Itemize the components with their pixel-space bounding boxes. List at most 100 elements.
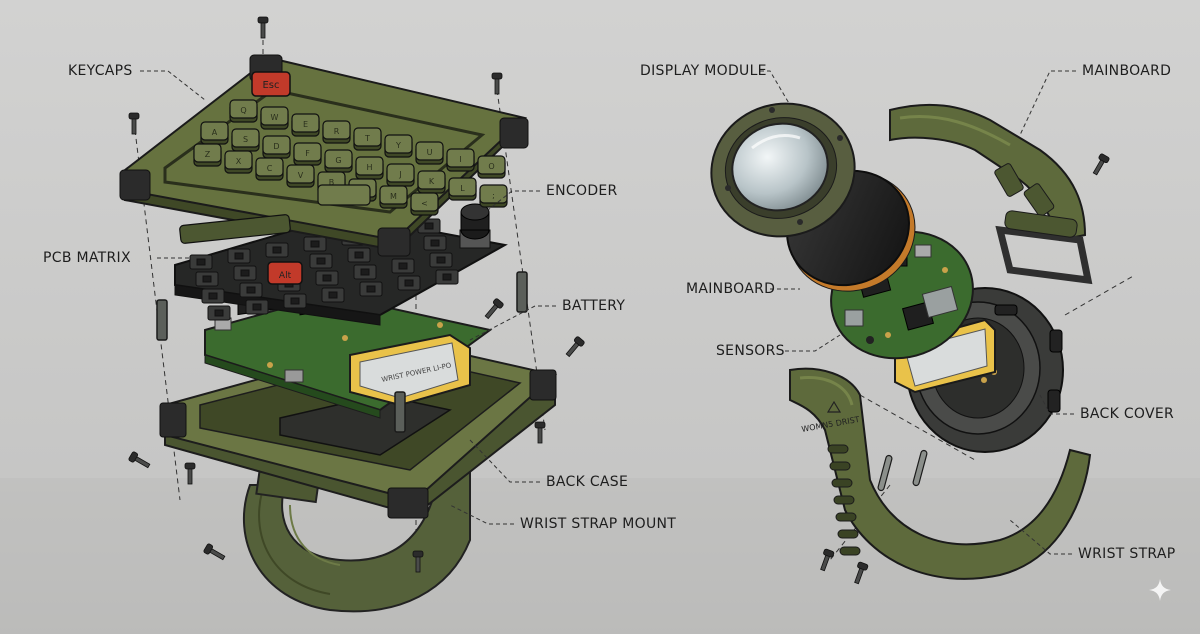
screws-left	[128, 16, 585, 573]
keyboard-assembly: WRIST POWER LI-PO Alt	[119, 16, 585, 613]
screw	[565, 336, 585, 358]
label-encoder: ENCODER	[546, 183, 618, 199]
switch	[429, 252, 453, 268]
switch	[245, 299, 269, 315]
keycap: K	[417, 170, 446, 194]
keycap: Z	[193, 143, 222, 167]
spring-bars	[877, 449, 928, 492]
strap-holes	[827, 444, 861, 556]
label-wrist-strap-mount: WRIST STRAP MOUNT	[520, 516, 677, 532]
switch	[391, 258, 415, 274]
switch	[195, 271, 219, 287]
pcb-matrix: Alt	[174, 203, 508, 326]
screw	[854, 561, 869, 585]
switch	[435, 269, 459, 285]
keycap: Y	[384, 134, 413, 158]
screw	[484, 298, 504, 320]
keycap-label: B	[329, 178, 335, 187]
switch	[201, 288, 225, 304]
keycap-label: U	[427, 148, 433, 157]
keycap-label: C	[267, 164, 273, 173]
keycap: G	[324, 149, 353, 173]
screw	[184, 462, 196, 485]
switch	[309, 253, 333, 269]
rotary-encoder	[459, 203, 491, 249]
switch	[303, 236, 327, 252]
keycap: F	[293, 142, 322, 166]
keycap-label: L	[460, 184, 465, 193]
keycap: M	[379, 185, 408, 209]
keycap: L	[448, 177, 477, 201]
screw	[534, 421, 546, 444]
keycap: A	[200, 121, 229, 145]
keycap: J	[386, 163, 415, 187]
keycap-label: F	[305, 149, 310, 158]
label-sensors: SENSORS	[716, 343, 785, 359]
screw	[128, 451, 151, 469]
esc-key-label: Esc	[262, 80, 279, 91]
screw	[128, 112, 140, 135]
keycap-label: Q	[240, 106, 246, 115]
switch	[347, 247, 371, 263]
key-esc: Esc	[251, 71, 291, 97]
screw	[412, 550, 424, 573]
alt-key-label: Alt	[279, 271, 292, 281]
label-mainboard-left: MAINBOARD	[686, 281, 776, 297]
keycap: D	[262, 135, 291, 159]
keycap-label: K	[429, 177, 435, 186]
keycap: H	[355, 156, 384, 180]
label-battery: BATTERY	[562, 298, 626, 314]
watch-assembly: WOMN5 DRIST	[710, 102, 1136, 585]
keycap: C	[255, 157, 284, 181]
keycap: Q	[229, 99, 258, 123]
keycap: E	[291, 113, 320, 137]
screw	[491, 72, 503, 95]
keycap-label: I	[459, 155, 461, 164]
keycap: V	[286, 164, 315, 188]
screws-right	[820, 153, 1110, 585]
keycap-label: T	[364, 134, 370, 143]
switch	[353, 264, 377, 280]
switch	[397, 275, 421, 291]
switch	[227, 248, 251, 264]
leader-lines	[140, 70, 1076, 555]
switch	[189, 254, 213, 270]
keycap-label: R	[334, 127, 340, 136]
sparkle-icon	[1149, 579, 1171, 601]
keycap-label: O	[488, 162, 494, 171]
screw	[257, 16, 269, 39]
keycap-label: D	[273, 142, 279, 151]
keycap: R	[322, 120, 351, 144]
keycap: U	[415, 141, 444, 165]
strap-hole	[835, 512, 857, 522]
spacebar	[179, 184, 371, 244]
switch	[359, 281, 383, 297]
screw	[203, 543, 226, 561]
switch	[265, 242, 289, 258]
watch-strap-top	[889, 103, 1093, 285]
label-mainboard-top: MAINBOARD	[1082, 63, 1172, 79]
switch	[283, 293, 307, 309]
keycap-label: V	[298, 171, 304, 180]
screw	[820, 548, 835, 572]
keycap-label: G	[335, 156, 341, 165]
keycap-label: ;	[492, 191, 495, 200]
switch	[233, 265, 257, 281]
keycap-label: Z	[205, 150, 211, 159]
label-display-module: DISPLAY MODULE	[640, 63, 767, 79]
keycap-label: A	[212, 128, 218, 137]
switch	[315, 270, 339, 286]
keycap: <	[410, 192, 439, 216]
label-keycaps: KEYCAPS	[68, 63, 133, 79]
label-back-case: BACK CASE	[546, 474, 629, 490]
battery-left: WRIST POWER LI-PO	[349, 333, 471, 407]
keycap-label: S	[243, 135, 248, 144]
switch	[207, 305, 231, 321]
switch	[239, 282, 263, 298]
standoffs-left	[156, 271, 528, 433]
strap-hole	[827, 444, 849, 454]
battery-right	[894, 318, 996, 394]
label-wrist-strap: WRIST STRAP	[1078, 546, 1176, 562]
keycap-label: X	[236, 157, 242, 166]
